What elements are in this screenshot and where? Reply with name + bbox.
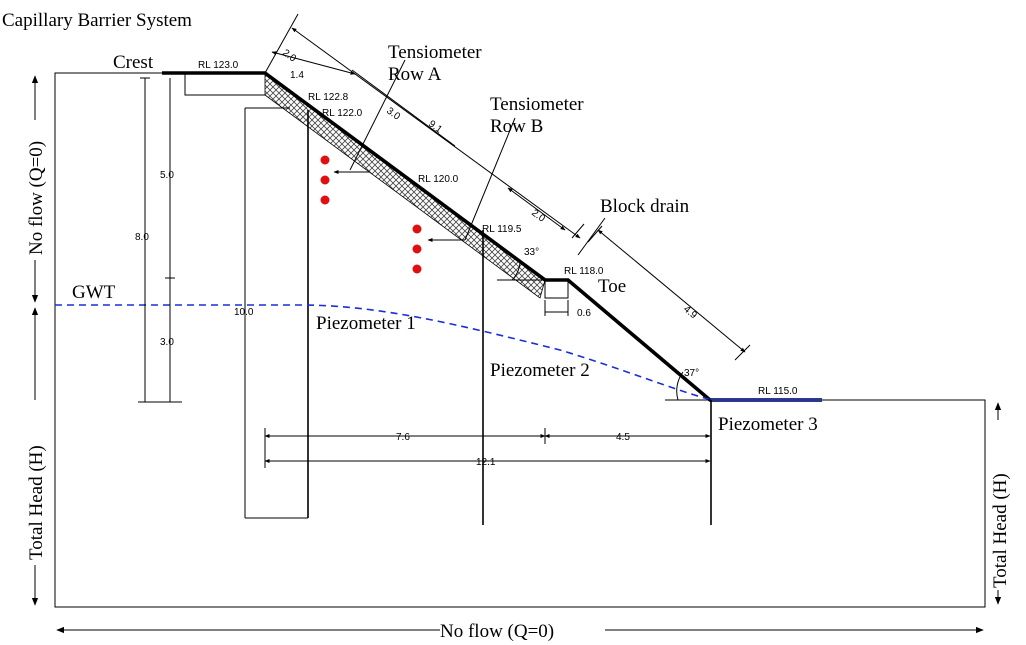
- tensiometer-a-dot-3: [320, 195, 330, 205]
- dim-4-9-label: 4.9: [681, 304, 699, 322]
- rl-1195-label: RL 119.5: [482, 224, 522, 235]
- dim-3-0-left-label: 3.0: [160, 337, 174, 348]
- tensiometer-b-dot-1: [412, 224, 422, 234]
- dim-8-0-label: 8.0: [135, 232, 149, 243]
- dim-3-0-slope-label: 3.0: [384, 106, 402, 123]
- rl-1200-label: RL 120.0: [418, 174, 459, 185]
- toe-block: [544, 280, 569, 299]
- angle-33-arc: [511, 261, 521, 281]
- capillary-barrier-label: Capillary Barrier System: [2, 10, 192, 31]
- dim-3-0-slope: [351, 69, 456, 147]
- dim-2-0-top-label: 2.0: [280, 48, 298, 65]
- angle-37-arc: [676, 371, 684, 401]
- rl-1228-label: RL 122.8: [308, 92, 349, 103]
- dim-0-6-label: 0.6: [577, 308, 591, 319]
- total-head-right-label: Total Head (H): [990, 473, 1011, 588]
- tensiometer-b-dot-2: [412, 244, 422, 254]
- gwt-label: GWT: [72, 282, 116, 303]
- total-head-left-label: Total Head (H): [26, 445, 47, 560]
- tensiometer-b-dot-3: [412, 264, 422, 274]
- tensiometer-b-label-1: Tensiometer: [490, 94, 584, 115]
- dim-12-1-label: 12.1: [476, 457, 496, 468]
- angle-33-label: 33°: [524, 247, 539, 258]
- rl-crest-label: RL 123.0: [198, 60, 239, 71]
- domain-boundary: [54, 72, 986, 608]
- crest-label: Crest: [113, 52, 154, 73]
- tensiometer-a-dot-2: [320, 175, 330, 185]
- rl-1220-label: RL 122.0: [322, 108, 363, 119]
- gwt-line: [55, 304, 713, 401]
- dim-2-0-mid: [507, 187, 566, 231]
- dim-1-4: [271, 51, 356, 75]
- no-flow-bottom-label: No flow (Q=0): [440, 621, 554, 642]
- tensiometer-a-label-1: Tensiometer: [388, 42, 482, 63]
- capillary-leader: [264, 13, 299, 74]
- dim-4-9-tick-a: [587, 225, 603, 243]
- angle-37-label: 37°: [684, 368, 699, 379]
- dim-1-4-label: 1.4: [290, 70, 304, 81]
- dim-4-5-label: 4.5: [616, 432, 630, 443]
- dim-7-6-label: 7.6: [396, 432, 410, 443]
- tensiometer-a-dot-1: [320, 155, 330, 165]
- block-drain-label: Block drain: [600, 196, 690, 217]
- no-flow-left-label: No flow (Q=0): [26, 141, 47, 255]
- piezometer-1-label: Piezometer 1: [316, 313, 416, 334]
- piezometer-2-label: Piezometer 2: [490, 360, 590, 381]
- dim-9-1-label: 9.1: [426, 119, 444, 136]
- tensiometer-a-label-2: Row A: [388, 64, 442, 85]
- dim-2-0-mid-label: 2.0: [529, 208, 547, 225]
- crest-underside: [184, 73, 265, 96]
- dim-4-9-tick-b: [734, 344, 751, 361]
- rl-1150-label: RL 115.0: [758, 386, 798, 397]
- piezometer-3-label: Piezometer 3: [718, 414, 818, 435]
- dim-2-0-tick: [571, 223, 585, 239]
- dim-4-9: [597, 229, 746, 353]
- rl-1180-label: RL 118.0: [564, 266, 604, 277]
- dim-10-0-label: 10.0: [234, 307, 254, 318]
- block-drain-leader: [577, 217, 606, 256]
- toe-label: Toe: [598, 276, 626, 297]
- tensiometer-b-label-2: Row B: [490, 116, 543, 137]
- dim-5-0-label: 5.0: [160, 170, 174, 181]
